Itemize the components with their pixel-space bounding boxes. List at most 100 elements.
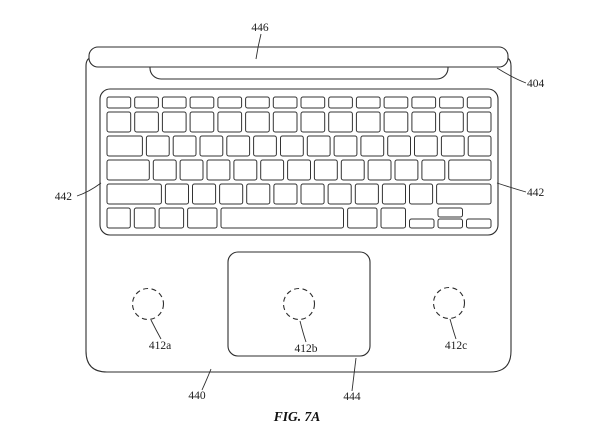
keyboard-key xyxy=(220,207,344,229)
keyboard-key xyxy=(158,207,185,229)
figure-caption: FIG. 7A xyxy=(273,409,321,424)
keyboard-key xyxy=(189,96,215,109)
leader-412a xyxy=(150,319,162,340)
label-444: 444 xyxy=(343,391,361,403)
keyboard-key xyxy=(106,183,162,205)
keyboard-key xyxy=(328,111,353,133)
keyboard-key xyxy=(219,183,244,205)
keyboard-key xyxy=(273,183,298,205)
keyboard-key xyxy=(414,135,438,157)
label-412a: 412a xyxy=(149,340,171,352)
keyboard-key xyxy=(161,96,187,109)
keyboard-key xyxy=(161,111,187,133)
sensor-circle-left xyxy=(131,287,165,321)
keyboard-key xyxy=(367,159,392,181)
leader-442-left xyxy=(76,182,102,197)
keyboard-key xyxy=(226,135,251,157)
keyboard-key xyxy=(272,111,298,133)
leader-444 xyxy=(351,357,357,392)
keyboard-key xyxy=(280,135,304,157)
keyboard-key xyxy=(409,218,435,229)
leader-412c xyxy=(449,318,457,340)
leader-446 xyxy=(255,33,262,60)
keyboard-key xyxy=(189,111,215,133)
keyboard-key xyxy=(380,207,406,229)
trackpad xyxy=(227,251,371,357)
keyboard-key xyxy=(164,183,189,205)
sensor-circle-right xyxy=(432,286,466,320)
keyboard-key xyxy=(347,207,378,229)
label-404: 404 xyxy=(527,78,545,90)
keyboard-key xyxy=(192,183,217,205)
keyboard-key xyxy=(287,159,312,181)
keyboard-key xyxy=(466,218,492,229)
keyboard-key xyxy=(300,183,325,205)
keyboard-key xyxy=(260,159,285,181)
keyboard-key xyxy=(245,111,270,133)
keyboard-key xyxy=(328,96,353,109)
label-412c: 412c xyxy=(445,340,467,352)
leader-412b xyxy=(299,320,307,343)
keyboard-key xyxy=(439,96,464,109)
keyboard-key xyxy=(179,159,204,181)
keyboard-key xyxy=(421,159,446,181)
display-edge-bar xyxy=(88,46,509,68)
keyboard-key xyxy=(106,111,132,133)
keyboard-key xyxy=(245,96,270,109)
keyboard-key xyxy=(440,135,465,157)
keyboard-key xyxy=(133,207,156,229)
keyboard-key xyxy=(300,111,326,133)
keyboard-key xyxy=(272,96,298,109)
keyboard-key xyxy=(411,111,437,133)
keyboard-key xyxy=(354,183,379,205)
keyboard-key xyxy=(106,96,132,109)
keyboard-key xyxy=(187,207,218,229)
sensor-circle-center xyxy=(282,287,316,321)
keyboard-key xyxy=(246,183,271,205)
keyboard-key xyxy=(327,183,352,205)
keyboard-key xyxy=(355,111,381,133)
keyboard-key xyxy=(340,159,365,181)
keyboard-key xyxy=(466,96,492,109)
label-412b: 412b xyxy=(295,343,318,355)
keyboard-key xyxy=(383,111,409,133)
keyboard-key xyxy=(306,135,331,157)
keyboard-key xyxy=(172,135,197,157)
leader-440 xyxy=(201,368,212,391)
keyboard-key xyxy=(437,207,463,218)
keyboard-key xyxy=(313,159,338,181)
keyboard-key xyxy=(466,111,492,133)
keyboard-key xyxy=(409,183,434,205)
keyboard-key xyxy=(381,183,406,205)
keyboard-key xyxy=(106,135,143,157)
keyboard-key xyxy=(106,159,150,181)
keyboard-key xyxy=(206,159,231,181)
keyboard-key xyxy=(134,96,159,109)
keyboard-key xyxy=(145,135,170,157)
keyboard-key xyxy=(383,96,409,109)
keyboard-key xyxy=(217,96,243,109)
keyboard-key xyxy=(360,135,385,157)
keyboard-key xyxy=(152,159,177,181)
keyboard-key xyxy=(439,111,464,133)
keyboard-key xyxy=(448,159,492,181)
keyboard-key xyxy=(134,111,159,133)
keyboard-key xyxy=(106,207,131,229)
leader-404 xyxy=(496,67,527,84)
label-446: 446 xyxy=(251,22,269,34)
keyboard-key xyxy=(467,135,492,157)
label-442-right: 442 xyxy=(527,187,545,199)
keyboard-key xyxy=(300,96,326,109)
keyboard-keys xyxy=(106,96,492,229)
keyboard-key xyxy=(199,135,224,157)
label-440: 440 xyxy=(188,390,206,402)
keyboard-key xyxy=(253,135,277,157)
keyboard-key xyxy=(437,218,463,229)
keyboard-key xyxy=(387,135,412,157)
keyboard-key xyxy=(217,111,243,133)
keyboard-key xyxy=(355,96,381,109)
label-442-left: 442 xyxy=(55,191,73,203)
keyboard-key xyxy=(394,159,419,181)
